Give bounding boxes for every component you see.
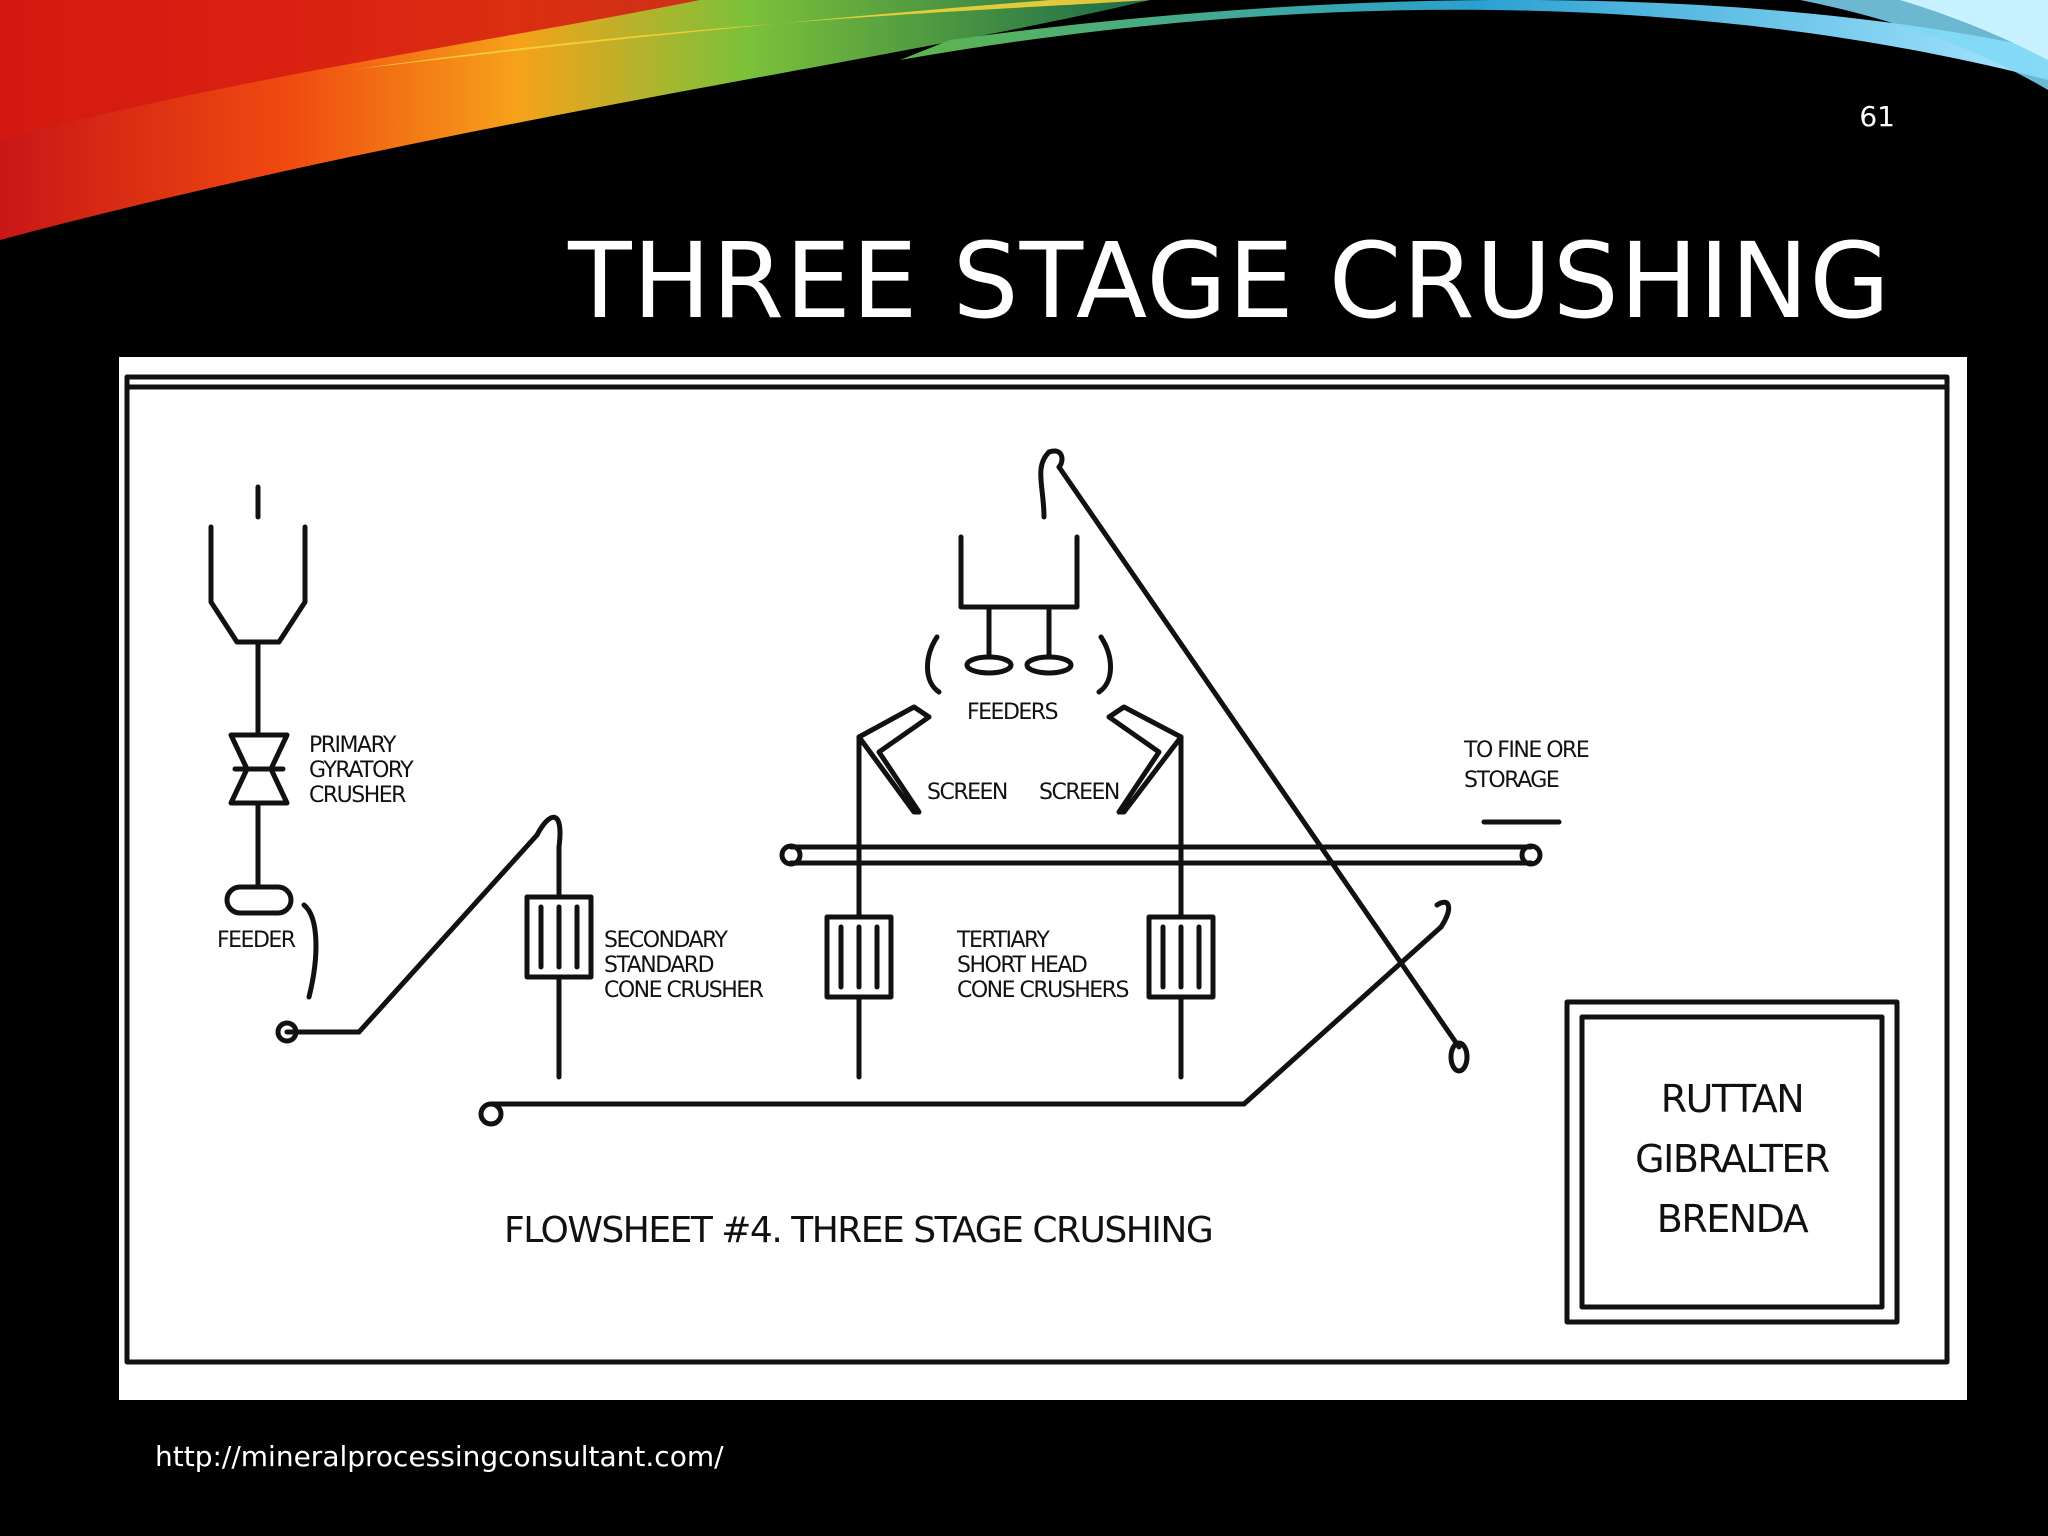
primary-crusher-label-3: CRUSHER [309, 783, 406, 808]
slide-title: THREE STAGE CRUSHING [568, 220, 1891, 342]
header-swoosh-decoration [0, 0, 2048, 240]
secondary-crusher-label: SECONDARY STANDARD CONE CRUSHER [604, 928, 765, 1003]
primary-feeder-chute [301, 902, 319, 1000]
primary-crusher-label-1: PRIMARY [309, 733, 397, 758]
flowsheet-svg: PRIMARY GYRATORY CRUSHER FEEDER SECONDAR… [124, 374, 1950, 1365]
tertiary-crushers-label-1: TERTIARY [956, 928, 1050, 953]
plants-legend-inner [1579, 1014, 1885, 1310]
plant-name-2: GIBRALTER [1635, 1137, 1830, 1181]
primary-feeder [224, 884, 294, 916]
conveyor-to-secondary [275, 814, 563, 1044]
screen-left-label: SCREEN [927, 780, 1007, 805]
plants-legend-outer [1564, 999, 1900, 1325]
source-url: http://mineralprocessingconsultant.com/ [155, 1440, 724, 1473]
primary-crusher-label-2: GYRATORY [309, 758, 414, 783]
fine-ore-label-1: TO FINE ORE [1463, 738, 1589, 763]
primary-crusher-label: PRIMARY GYRATORY CRUSHER [309, 733, 416, 808]
collecting-conveyor [478, 899, 1452, 1127]
slide-number: 61 [1859, 100, 1895, 133]
feeders-label: FEEDERS [967, 700, 1058, 725]
tertiary-crushers-label: TERTIARY SHORT HEAD CONE CRUSHERS [956, 928, 1130, 1003]
fine-ore-label: TO FINE ORE STORAGE [1463, 738, 1590, 793]
screen-left-shape [856, 704, 932, 815]
secondary-crusher-label-2: STANDARD [604, 953, 714, 978]
tertiary-crusher-right [1146, 899, 1216, 1080]
recycle-conveyor [1038, 448, 1470, 1074]
secondary-crusher-label-3: CONE CRUSHER [604, 978, 764, 1003]
flowsheet-caption: FLOWSHEET #4. THREE STAGE CRUSHING [504, 1210, 1212, 1251]
primary-hopper [208, 484, 308, 645]
tertiary-crusher-left [824, 899, 894, 1080]
surge-bin [925, 534, 1113, 695]
screen-right-label: SCREEN [1039, 780, 1119, 805]
primary-gyratory-crusher [228, 732, 290, 890]
flowsheet-diagram: PRIMARY GYRATORY CRUSHER FEEDER SECONDAR… [119, 357, 1967, 1400]
tertiary-crushers-label-3: CONE CRUSHERS [957, 978, 1128, 1003]
primary-feeder-label: FEEDER [217, 928, 296, 953]
plant-name-3: BRENDA [1657, 1197, 1809, 1241]
secondary-crusher-label-1: SECONDARY [604, 928, 728, 953]
plant-name-1: RUTTAN [1661, 1077, 1803, 1121]
secondary-cone-crusher [524, 844, 594, 1080]
outer-frame [124, 374, 1950, 1365]
fine-ore-label-2: STORAGE [1464, 768, 1559, 793]
tertiary-crushers-label-2: SHORT HEAD [957, 953, 1087, 978]
plants-legend-label: RUTTAN GIBRALTER BRENDA [1635, 1077, 1831, 1241]
screen-right-shape [1106, 704, 1184, 815]
fines-conveyor [779, 819, 1562, 867]
